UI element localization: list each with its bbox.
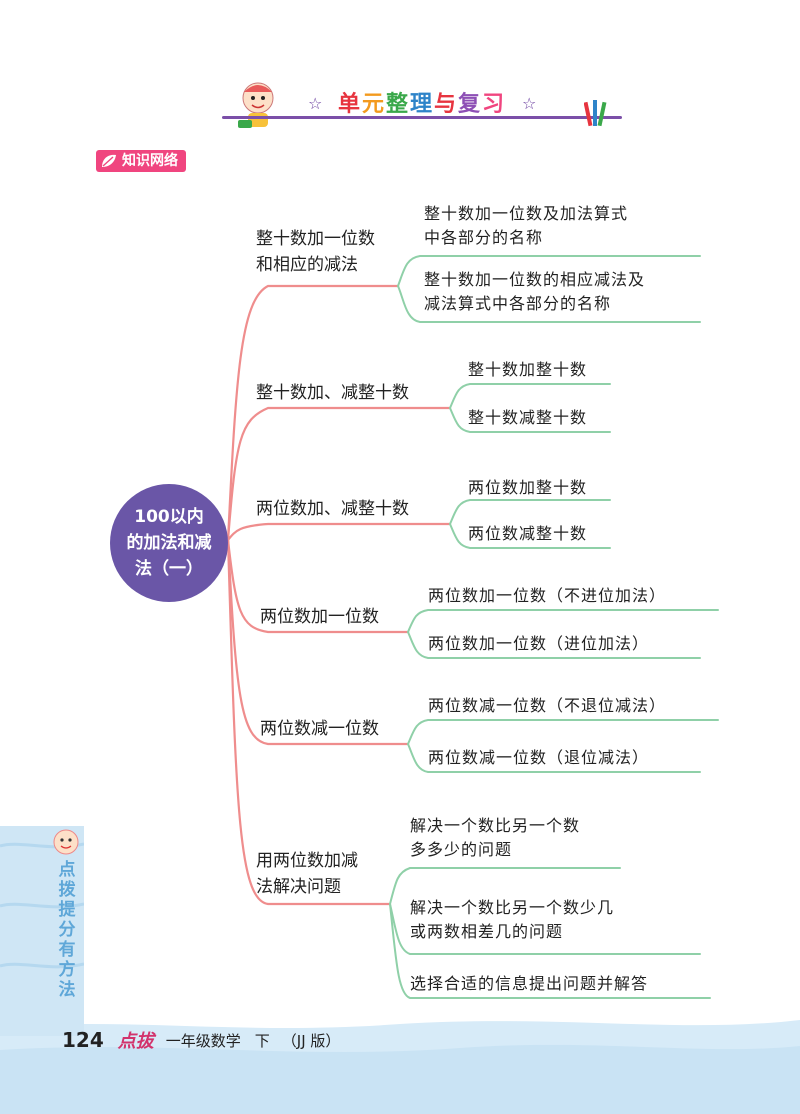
leaf-topic: 解决一个数比另一个数少几 或两数相差几的问题: [410, 898, 615, 941]
title-char: 理: [409, 92, 434, 117]
header-banner: ☆ 单元整理与复习 ☆: [222, 86, 622, 126]
side-slogan-char: 有: [58, 940, 76, 960]
title-char: 习: [482, 92, 507, 117]
branch-topic: 整十数加一位数 和相应的减法: [256, 229, 375, 275]
leaf-icon: [102, 154, 116, 167]
branch-topic: 用两位数加减 法解决问题: [256, 851, 358, 897]
star-icon: ☆: [522, 94, 537, 113]
section-label-knowledge-network: 知识网络: [96, 150, 186, 172]
branch-topic: 整十数加、减整十数: [256, 383, 409, 403]
page-number: 124: [62, 1028, 104, 1052]
bottom-wave-decoration: [0, 1020, 800, 1114]
side-wave-decoration: [0, 826, 84, 1036]
center-topic-node: 100以内 的加法和减 法（一）: [110, 484, 228, 602]
side-slogan-char: 分: [58, 920, 76, 940]
title-char: 整: [385, 92, 410, 117]
side-slogan-char: 提: [58, 900, 76, 920]
side-slogan-char: 法: [58, 980, 76, 1000]
pencils-icon: [584, 100, 607, 127]
leaf-topic: 两位数减一位数（不退位减法）: [428, 696, 667, 715]
leaf-topic: 两位数减整十数: [468, 524, 588, 543]
leaf-topic: 整十数加整十数: [468, 360, 588, 379]
term-label: 下: [254, 1031, 270, 1050]
side-slogan-char: 点: [58, 860, 76, 880]
leaf-topic: 两位数加整十数: [468, 478, 588, 497]
title-char: 与: [434, 92, 459, 117]
leaf-topic: 两位数加一位数（进位加法）: [428, 634, 650, 653]
title-char: 元: [361, 92, 386, 117]
side-slogan: 点拨提分有方法: [56, 860, 78, 1000]
page-footer: 124 点拔 一年级数学 下 （JJ 版）: [62, 1026, 340, 1054]
leaf-topic: 两位数加一位数（不进位加法）: [428, 586, 667, 605]
leaf-topic: 整十数加一位数的相应减法及 减法算式中各部分的名称: [424, 270, 646, 313]
branch-topic: 两位数减一位数: [260, 719, 379, 739]
edition-label: （JJ 版）: [281, 1031, 341, 1050]
title-char: 复: [458, 92, 483, 117]
side-slogan-char: 方: [58, 960, 76, 980]
brand-logo: 点拔: [117, 1031, 154, 1052]
star-icon: ☆: [308, 94, 323, 113]
leaf-topic: 整十数减整十数: [468, 408, 588, 427]
title-char: 单: [337, 92, 362, 117]
banner-underline: [222, 116, 622, 119]
branch-topic: 两位数加一位数: [260, 607, 379, 627]
grade-label: 一年级数学: [165, 1031, 241, 1050]
leaf-topic: 整十数加一位数及加法算式 中各部分的名称: [424, 204, 629, 247]
unit-title: 单元整理与复习: [302, 86, 542, 118]
side-slogan-char: 拨: [58, 880, 76, 900]
leaf-topic: 两位数减一位数（退位减法）: [428, 748, 650, 767]
branch-topic: 两位数加、减整十数: [256, 499, 409, 519]
leaf-topic: 解决一个数比另一个数 多多少的问题: [410, 816, 581, 859]
leaf-topic: 选择合适的信息提出问题并解答: [410, 974, 649, 993]
